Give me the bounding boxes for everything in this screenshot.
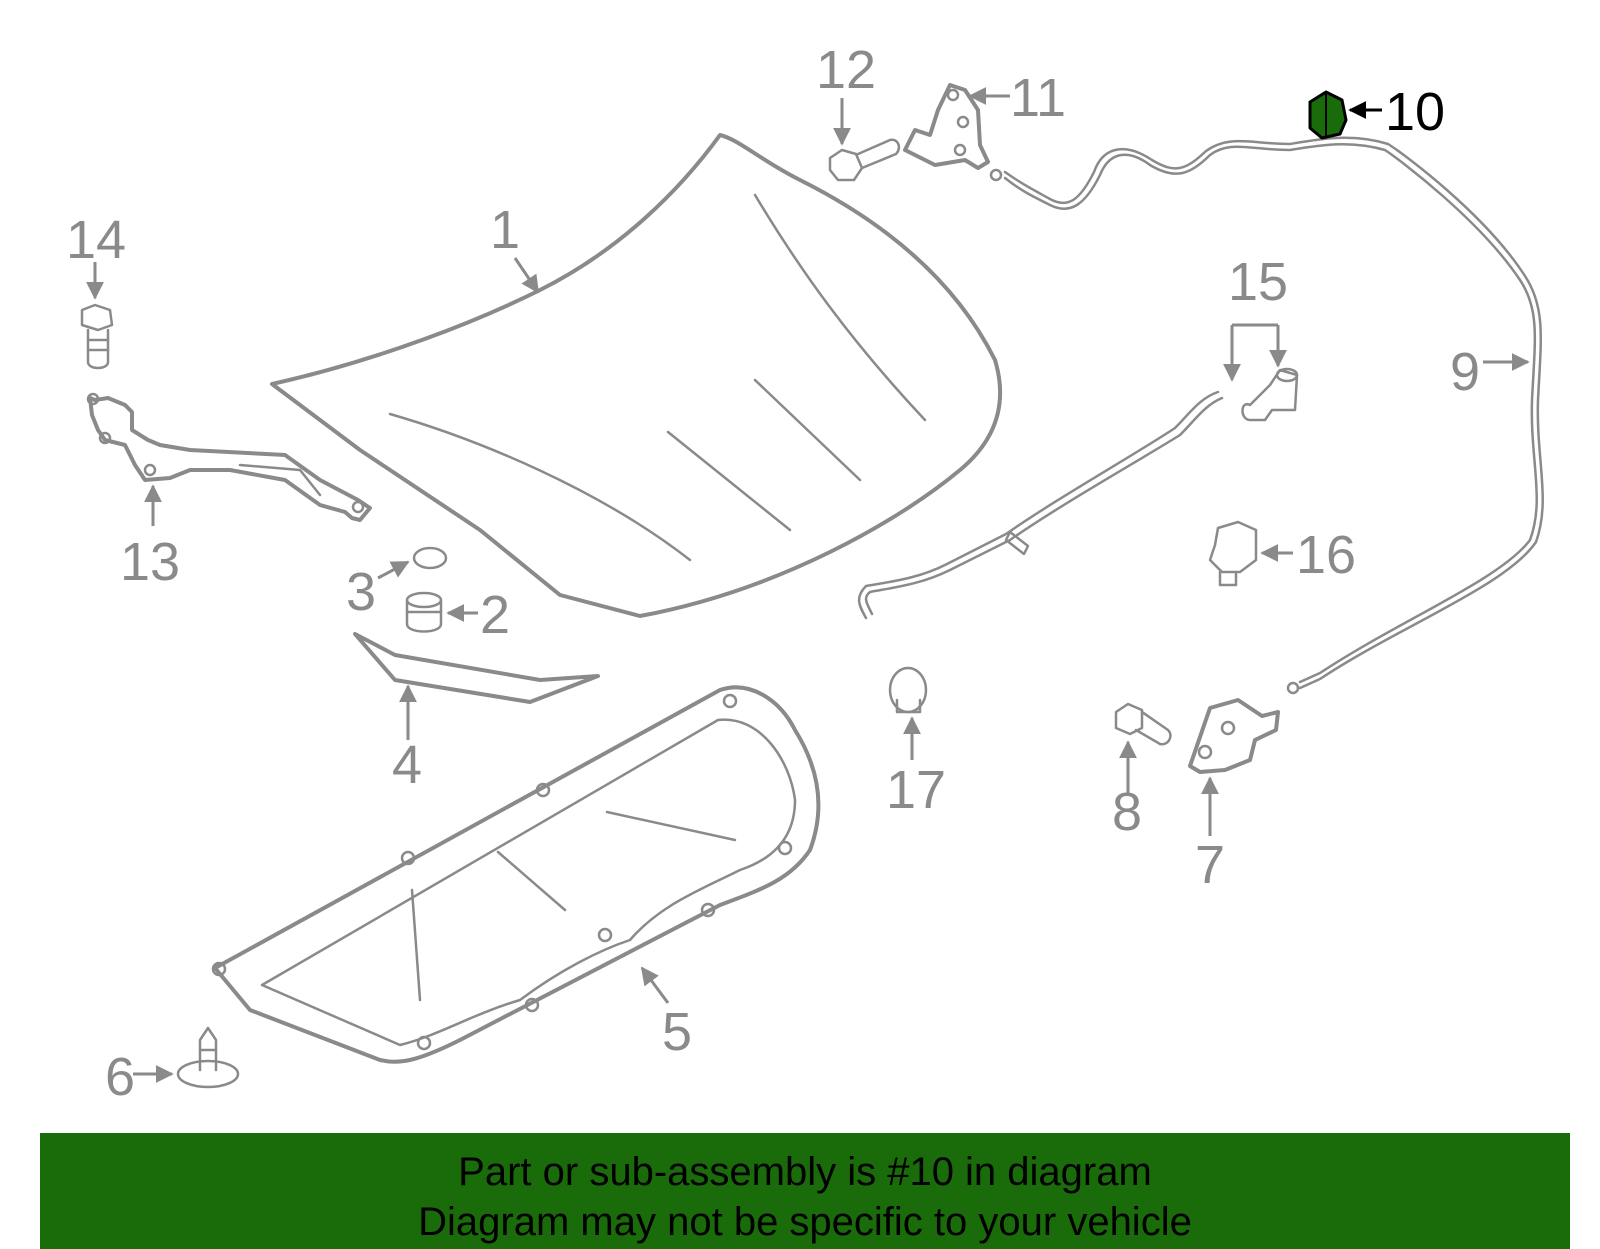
seal-ring [412, 546, 448, 570]
callout-12: 12 [816, 40, 876, 146]
banner-line-part: Part or sub-assembly is #10 in diagram [458, 1150, 1152, 1194]
callout-16: 16 [1260, 525, 1356, 585]
svg-text:4: 4 [392, 735, 422, 795]
release-cable [989, 136, 1544, 695]
hood-latch [1188, 698, 1280, 774]
svg-text:1: 1 [490, 200, 520, 260]
svg-text:17: 17 [886, 760, 946, 820]
svg-text:2: 2 [480, 585, 510, 645]
hood-stop-clip [1208, 520, 1258, 587]
hood-hinge [86, 392, 372, 522]
svg-text:13: 13 [120, 532, 180, 592]
svg-text:15: 15 [1228, 252, 1288, 312]
callout-1: 1 [490, 200, 540, 294]
callout-10: 10 [1348, 82, 1445, 142]
callout-11: 11 [968, 68, 1066, 128]
hinge-mount-bolt [80, 303, 114, 370]
callout-8: 8 [1112, 740, 1142, 842]
latch-bolt [1114, 702, 1172, 746]
callout-17: 17 [886, 716, 946, 820]
hinge-bracket [903, 83, 990, 170]
callout-13: 13 [120, 484, 180, 592]
svg-text:11: 11 [1010, 68, 1066, 128]
seal-strip [353, 632, 600, 704]
svg-text:8: 8 [1112, 782, 1142, 842]
hinge-bolt [828, 138, 901, 182]
hood-insulator [211, 685, 821, 1064]
svg-text:16: 16 [1296, 525, 1356, 585]
info-banner: Part or sub-assembly is #10 in diagram D… [40, 1133, 1570, 1249]
callout-7: 7 [1195, 776, 1225, 895]
svg-text:14: 14 [66, 210, 126, 270]
hood-bumper [405, 591, 443, 633]
support-rod-holder [1241, 367, 1299, 422]
hood-support-rod [857, 390, 1224, 620]
svg-text:9: 9 [1450, 342, 1480, 402]
callout-2: 2 [446, 585, 510, 645]
callout-9: 9 [1450, 342, 1530, 402]
retainer-clip [176, 1026, 240, 1089]
callout-14: 14 [66, 210, 126, 300]
svg-text:3: 3 [346, 562, 376, 622]
callout-15: 15 [1223, 252, 1288, 382]
callout-4: 4 [392, 684, 422, 795]
svg-text:12: 12 [816, 40, 876, 100]
svg-text:6: 6 [105, 1047, 135, 1107]
release-handle-highlighted [1308, 90, 1348, 140]
callout-5: 5 [640, 966, 692, 1062]
svg-text:7: 7 [1195, 835, 1225, 895]
banner-line-disclaimer: Diagram may not be specific to your vehi… [418, 1200, 1192, 1244]
callout-6: 6 [105, 1047, 174, 1107]
svg-text:5: 5 [662, 1002, 692, 1062]
grommet [888, 666, 928, 714]
hood-panel [270, 133, 1003, 618]
svg-text:10: 10 [1385, 82, 1445, 142]
callout-3: 3 [346, 560, 410, 622]
